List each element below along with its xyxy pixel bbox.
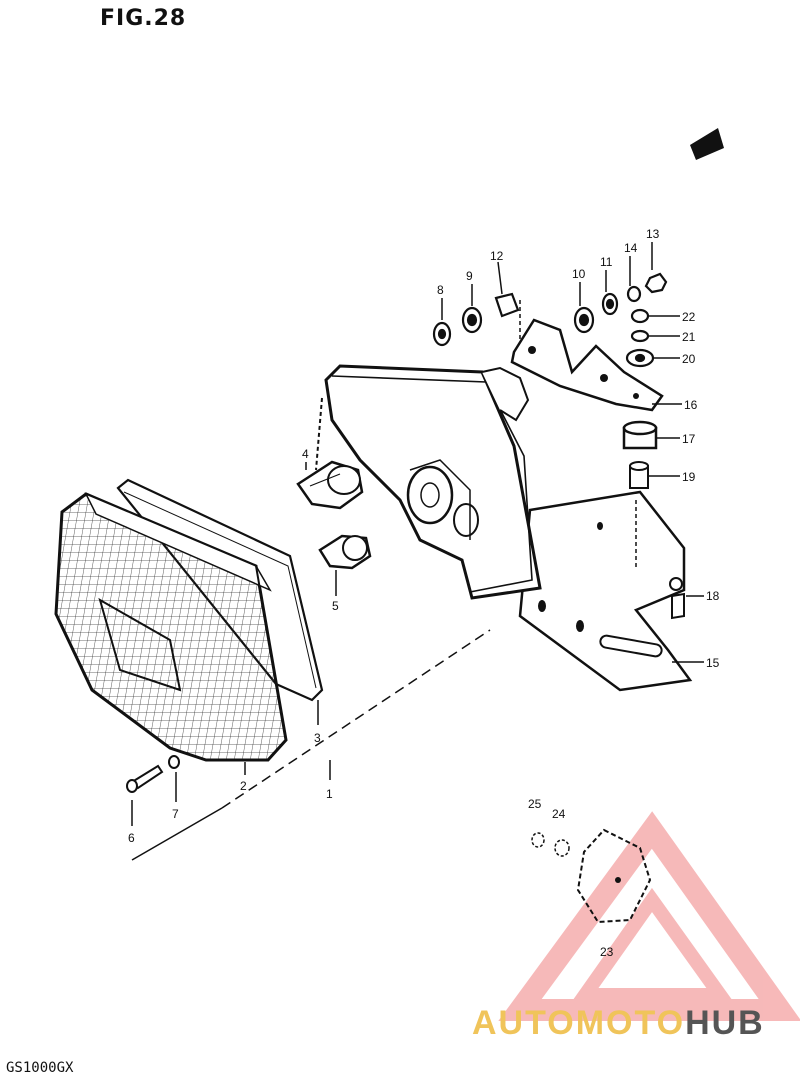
callout-7: 7	[172, 807, 179, 821]
part-21-washer	[630, 329, 650, 343]
callout-18: 18	[706, 589, 720, 603]
callout-9: 9	[466, 269, 473, 283]
watermark-text-part2: HUB	[685, 1004, 765, 1042]
part-15-license-bracket	[518, 490, 693, 692]
taillight-housing	[315, 364, 542, 600]
callout-17: 17	[682, 432, 696, 446]
callout-23: 23	[600, 945, 614, 959]
part-13-nut	[644, 272, 668, 294]
watermark-text-part1: AUTOMOTO	[472, 1004, 686, 1042]
part-12-collar	[494, 292, 520, 318]
callout-14: 14	[624, 241, 638, 255]
callout-12: 12	[490, 249, 504, 263]
part-22-washer	[630, 308, 650, 324]
part-24-nut	[554, 839, 570, 857]
part-6-screw	[126, 764, 164, 793]
callout-10: 10	[572, 267, 586, 281]
callout-3: 3	[314, 731, 321, 745]
callout-labels: 1 2 3 4 5 6 7 8 9 10 11 12 13 14 15 16 1…	[128, 227, 720, 959]
callout-13: 13	[646, 227, 660, 241]
callout-5: 5	[332, 599, 339, 613]
callout-25: 25	[528, 797, 542, 811]
part-18-bolt	[669, 577, 685, 620]
callout-21: 21	[682, 330, 696, 344]
callout-15: 15	[706, 656, 720, 670]
callout-6: 6	[128, 831, 135, 845]
callout-19: 19	[682, 470, 696, 484]
part-7-washer	[168, 755, 180, 769]
callout-20: 20	[682, 352, 696, 366]
leader-lines	[131, 242, 704, 861]
callout-16: 16	[684, 398, 698, 412]
callout-2: 2	[240, 779, 247, 793]
callout-11: 11	[600, 255, 613, 269]
callout-8: 8	[437, 283, 444, 297]
part-17-cushion	[622, 420, 658, 450]
callout-1: 1	[326, 787, 333, 801]
watermark-brand: AUTOMOTOHUB	[472, 1004, 765, 1043]
callout-24: 24	[552, 807, 566, 821]
part-19-collar	[629, 461, 649, 489]
hardware-stack	[432, 272, 668, 368]
part-5-bulb	[318, 534, 372, 570]
model-code: GS1000GX	[6, 1060, 74, 1076]
watermark-logo	[498, 811, 800, 1021]
callout-4: 4	[302, 447, 309, 461]
part-2-lens	[54, 492, 288, 762]
part-23-reflector	[576, 828, 652, 924]
part-14-washer	[626, 285, 642, 303]
part-16-mounting-stay	[510, 318, 664, 412]
callout-22: 22	[682, 310, 696, 324]
front-arrow-icon	[690, 128, 724, 160]
part-4-bulb	[296, 460, 364, 510]
figure-title: FIG.28	[100, 6, 187, 31]
part-25-washer	[531, 832, 545, 848]
